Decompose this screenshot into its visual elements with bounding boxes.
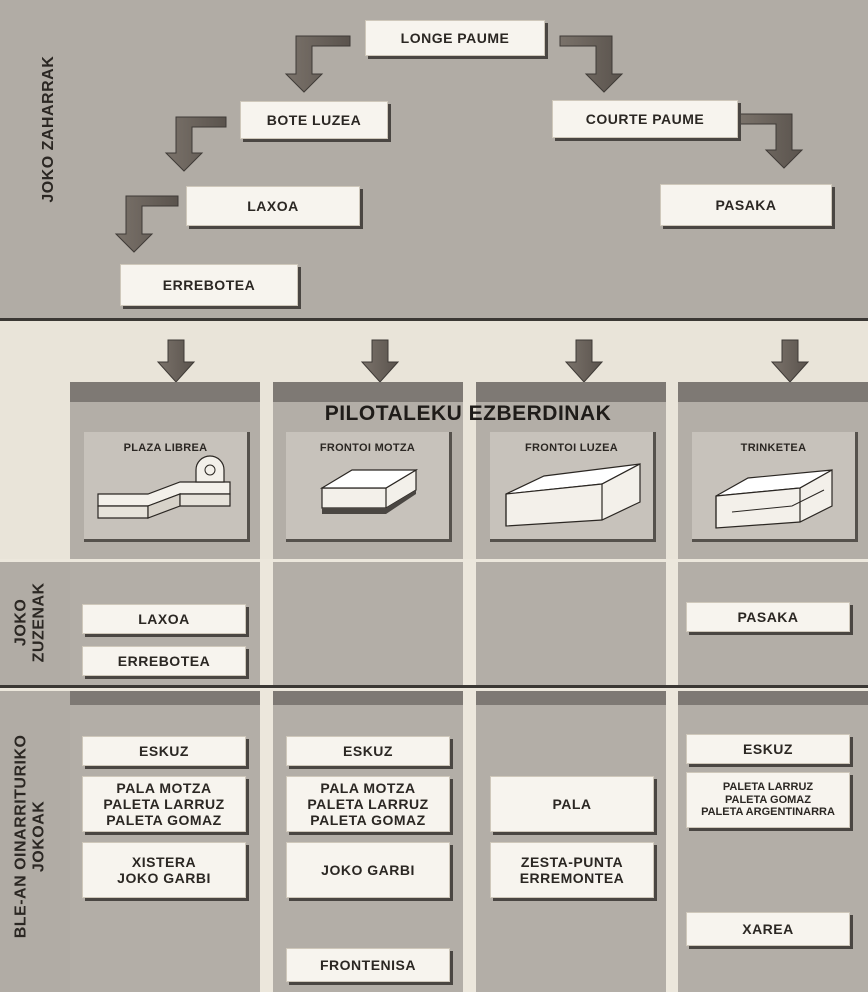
wall-divider bbox=[0, 685, 868, 688]
venue-label-trinketea: TRINKETEA bbox=[740, 442, 807, 454]
wall-header-1 bbox=[70, 691, 260, 705]
direct-pasaka-box: PASAKA bbox=[686, 602, 850, 632]
pasaka-box: PASAKA bbox=[660, 184, 832, 226]
col2-frontenisa-box: FRONTENISA bbox=[286, 948, 450, 982]
wall-games-side-label: BLE-AN OINARRITURIKO JOKOAK bbox=[13, 691, 50, 981]
col2-eskuz-box: ESKUZ bbox=[286, 736, 450, 766]
arrow-to-frontoi-motza bbox=[360, 339, 400, 383]
venue-label-frontoi-motza: FRONTOI MOTZA bbox=[319, 442, 416, 454]
column-header-4 bbox=[678, 382, 868, 402]
direct-games-label-line2: ZUZENAK bbox=[31, 582, 48, 663]
top-divider bbox=[0, 318, 868, 321]
wall-games-label-line1: BLE-AN OINARRITURIKO bbox=[12, 734, 30, 939]
direct-games-side-label: JOKO ZUZENAK bbox=[13, 567, 50, 677]
arrow-to-trinketea bbox=[770, 339, 810, 383]
trinketea-icon bbox=[715, 468, 833, 529]
arrow-bote-to-laxoa bbox=[164, 116, 227, 172]
col1-eskuz-box: ESKUZ bbox=[82, 736, 246, 766]
direct-games-label-line1: JOKO bbox=[12, 598, 30, 647]
venue-card-trinketea: TRINKETEA bbox=[692, 432, 858, 542]
frontoi-luzea-icon bbox=[505, 463, 641, 527]
venue-label-frontoi-luzea: FRONTOI LUZEA bbox=[525, 442, 618, 454]
direct-errebotea-box: ERREBOTEA bbox=[82, 646, 246, 676]
col4-xarea-box: XAREA bbox=[686, 912, 850, 946]
col2-joko-garbi-box: JOKO GARBI bbox=[286, 842, 450, 898]
laxoa-box: LAXOA bbox=[186, 186, 360, 226]
frontoi-motza-icon bbox=[319, 468, 419, 514]
column-header-1 bbox=[70, 382, 260, 402]
wall-games-label-line2: JOKOAK bbox=[31, 800, 48, 873]
col1-xistera-box: XISTERA JOKO GARBI bbox=[82, 842, 246, 898]
venue-card-plaza-librea: PLAZA LIBREA bbox=[84, 432, 250, 542]
wall-header-2 bbox=[273, 691, 463, 705]
plaza-librea-icon bbox=[97, 455, 231, 519]
col1-pala-box: PALA MOTZA PALETA LARRUZ PALETA GOMAZ bbox=[82, 776, 246, 832]
column-header-2 bbox=[273, 382, 463, 402]
col2-pala-box: PALA MOTZA PALETA LARRUZ PALETA GOMAZ bbox=[286, 776, 450, 832]
courte-paume-box: COURTE PAUME bbox=[552, 100, 738, 138]
wall-games-left-bg bbox=[0, 691, 70, 992]
wall-header-4 bbox=[678, 691, 868, 705]
arrow-to-plaza bbox=[156, 339, 196, 383]
flow-arrows bbox=[114, 35, 810, 383]
arrow-to-frontoi-luzea bbox=[564, 339, 604, 383]
col3-pala-box: PALA bbox=[490, 776, 654, 832]
band-gap-line-2 bbox=[0, 688, 868, 691]
band-gap-line-1 bbox=[0, 559, 868, 562]
wall-header-3 bbox=[476, 691, 666, 705]
column-header-3 bbox=[476, 382, 666, 402]
errebotea-box: ERREBOTEA bbox=[120, 264, 298, 306]
venues-title: PILOTALEKU EZBERDINAK bbox=[324, 402, 612, 425]
longe-paume-box: LONGE PAUME bbox=[365, 20, 545, 56]
arrow-courte-to-pasaka bbox=[739, 113, 804, 169]
arrow-laxoa-to-errebotea bbox=[114, 195, 179, 253]
arrow-longe-to-bote bbox=[284, 35, 351, 93]
arrow-longe-to-courte bbox=[559, 35, 624, 93]
venue-card-frontoi-motza: FRONTOI MOTZA bbox=[286, 432, 452, 542]
col4-eskuz-box: ESKUZ bbox=[686, 734, 850, 764]
venue-label-plaza-librea: PLAZA LIBREA bbox=[123, 442, 208, 454]
old-games-side-label: JOKO ZAHARRAK bbox=[39, 55, 57, 203]
bote-luzea-box: BOTE LUZEA bbox=[240, 101, 388, 139]
venue-card-frontoi-luzea: FRONTOI LUZEA bbox=[490, 432, 656, 542]
direct-laxoa-box: LAXOA bbox=[82, 604, 246, 634]
col4-paleta-box: PALETA LARRUZ PALETA GOMAZ PALETA ARGENT… bbox=[686, 772, 850, 828]
col3-zesta-box: ZESTA-PUNTA ERREMONTEA bbox=[490, 842, 654, 898]
direct-games-left-bg bbox=[0, 561, 70, 685]
